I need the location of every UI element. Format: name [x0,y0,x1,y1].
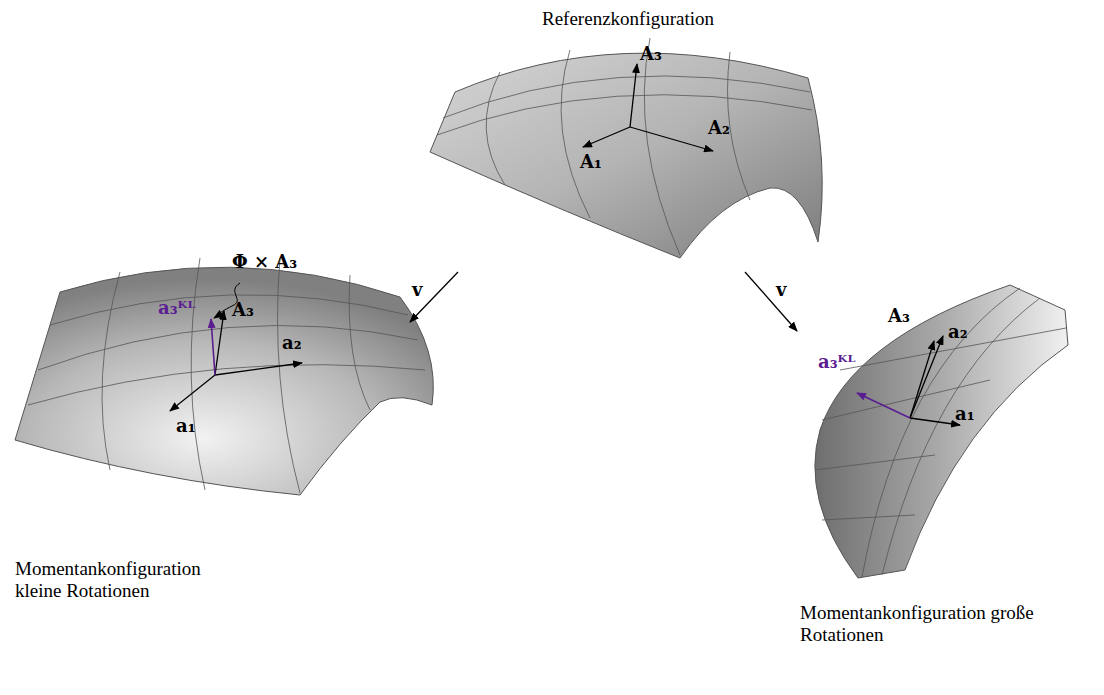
vector-label: A₁ [580,152,602,173]
vector-label: A₃ [888,306,910,327]
vector-label: A₃ [232,300,254,321]
configuration-caption: Momentankonfiguration kleine Rotationen [15,558,245,602]
callout-label: Φ × A₃ [232,252,297,273]
configuration-caption: Momentankonfiguration große Rotationen [800,602,1040,646]
vector-label: a₃ᴷᴸ [818,352,855,373]
vector-label: a₁ [176,416,196,437]
vector-label: A₃ [640,44,662,65]
vector-label: a₂ [282,333,302,354]
vector-label: a₂ [948,322,968,343]
vector-label: a₁ [955,404,975,425]
vector-label: a₃ᴷᴸ [158,298,195,319]
vector-label: A₂ [708,118,730,139]
motion-label: v [776,280,786,301]
motion-label: v [412,280,422,301]
figure-title-label: Referenzkonfiguration [542,8,714,30]
